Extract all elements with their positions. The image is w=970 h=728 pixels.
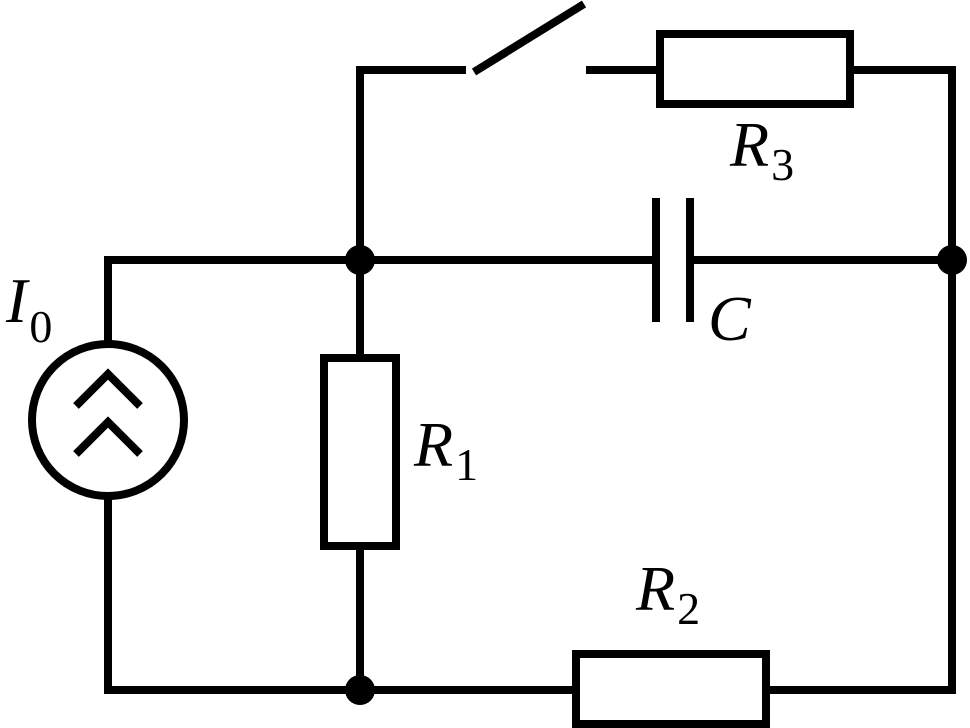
label-r3: R3	[729, 109, 794, 190]
label-r3-name: R	[729, 109, 769, 180]
capacitor-c	[652, 198, 694, 322]
label-r1: R1	[413, 409, 478, 490]
resistor-r1	[320, 354, 400, 550]
label-i0: I0	[5, 265, 52, 352]
wire-top-right	[766, 66, 956, 694]
resistor-r2	[572, 650, 770, 728]
node-top-right	[937, 245, 967, 275]
current-arrow-lower-icon	[73, 416, 143, 457]
label-c: C	[708, 283, 752, 354]
wires	[104, 66, 956, 694]
node-bottom-middle	[345, 675, 375, 705]
junction-nodes	[345, 245, 967, 705]
current-arrow-upper-icon	[73, 368, 143, 409]
label-r1-name: R	[413, 409, 453, 480]
label-r3-sub: 3	[771, 139, 794, 190]
label-i0-name: I	[5, 265, 30, 336]
label-r2: R2	[635, 553, 700, 634]
resistor-r3	[656, 30, 854, 108]
label-r2-name: R	[635, 553, 675, 624]
label-i0-sub: 0	[29, 301, 52, 352]
label-r2-sub: 2	[677, 583, 700, 634]
node-top-middle	[345, 245, 375, 275]
label-r1-sub: 1	[455, 439, 478, 490]
current-source	[28, 340, 188, 500]
switch-blade	[471, 0, 587, 76]
